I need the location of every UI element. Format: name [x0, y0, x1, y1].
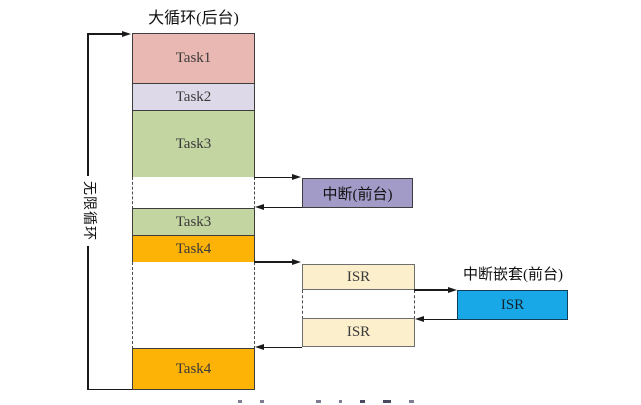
isr-call-arrowhead-icon: [292, 258, 301, 265]
clipped-caption-fragments: [238, 400, 488, 404]
background-loop-title: 大循环(后台): [148, 10, 239, 27]
interrupt-gap-2: [132, 262, 255, 349]
interrupt-gap-1: [132, 177, 255, 209]
loop-top-line: [88, 33, 123, 35]
task2-block: Task2: [132, 83, 255, 111]
nested-interrupt-title: 中断嵌套(前台): [463, 267, 563, 283]
isr-return-arrowhead-icon: [255, 344, 264, 350]
task4-resume-block: Task4: [132, 348, 255, 390]
nested-call-arrowhead-icon: [448, 286, 457, 293]
task3-block: Task3: [132, 110, 255, 178]
isr-gap: [302, 290, 415, 319]
nested-call-line: [414, 289, 450, 291]
interrupt-foreground-box: 中断(前台): [302, 178, 413, 208]
interrupt-return-arrowhead-icon: [255, 204, 264, 210]
loop-arrowhead-icon: [122, 30, 131, 37]
interrupt-return-line: [263, 206, 302, 208]
isr-return-line: [263, 346, 302, 348]
isr-call-line: [254, 261, 295, 263]
isr2-box: ISR: [302, 318, 415, 347]
nested-isr-box: ISR: [457, 290, 568, 320]
infinite-loop-label: 无限循环: [80, 176, 96, 246]
nested-return-arrowhead-icon: [415, 316, 424, 322]
task3-resume-block: Task3: [132, 208, 255, 236]
interrupt-call-arrowhead-icon: [292, 174, 301, 180]
loop-bottom-line: [88, 388, 133, 390]
interrupt-call-line: [254, 176, 295, 178]
task4-block: Task4: [132, 235, 255, 263]
task1-block: Task1: [132, 33, 255, 84]
isr1-box: ISR: [302, 264, 415, 290]
nested-return-line: [423, 318, 457, 320]
